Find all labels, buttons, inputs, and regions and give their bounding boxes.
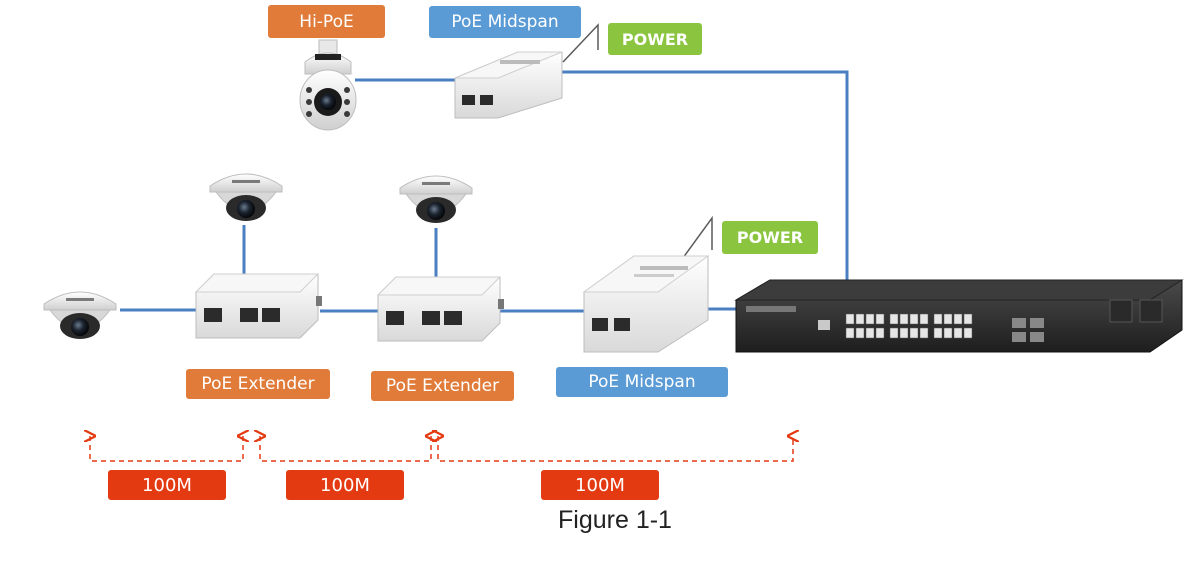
poe-midspan-bottom-icon <box>582 255 710 353</box>
switch-port <box>953 313 963 325</box>
switch-port <box>855 327 865 339</box>
power-line-mid <box>679 215 713 263</box>
switch-port <box>953 327 963 339</box>
hi-poe-label: Hi-PoE <box>268 5 385 38</box>
distance-label-1: 100M <box>108 470 226 500</box>
switch-port <box>889 327 899 339</box>
network-switch-icon <box>734 279 1184 353</box>
distance-label-2: 100M <box>286 470 404 500</box>
poe-extender-label-1: PoE Extender <box>186 369 330 399</box>
cable-midspan-to-switch <box>562 70 849 288</box>
poe-extender-icon <box>376 276 504 342</box>
cables <box>120 70 849 313</box>
switch-port <box>963 313 973 325</box>
poe-extender-label-2: PoE Extender <box>371 371 514 401</box>
power-line-top <box>562 23 599 63</box>
switch-port <box>909 313 919 325</box>
power-label-top: POWER <box>608 23 702 55</box>
switch-port <box>933 327 943 339</box>
switch-port <box>943 327 953 339</box>
dome-camera-icon <box>43 291 117 339</box>
switch-port <box>845 327 855 339</box>
switch-port <box>963 327 973 339</box>
figure-caption: Figure 1-1 <box>558 506 672 534</box>
dome-camera-icon <box>209 173 283 221</box>
distance-label-3: 100M <box>541 470 659 500</box>
switch-port <box>855 313 865 325</box>
switch-port <box>875 313 885 325</box>
switch-port <box>919 313 929 325</box>
switch-port <box>875 327 885 339</box>
switch-port <box>865 313 875 325</box>
distance-marker-3 <box>438 436 793 462</box>
power-label-mid: POWER <box>722 221 818 254</box>
poe-midspan-top-label: PoE Midspan <box>429 6 581 38</box>
poe-extender-icon <box>194 273 322 339</box>
switch-port <box>845 313 855 325</box>
poe-midspan-top-icon <box>454 51 563 119</box>
ptz-camera-icon <box>299 39 357 131</box>
switch-port <box>899 313 909 325</box>
switch-port <box>933 313 943 325</box>
distance-markers <box>90 436 793 462</box>
poe-midspan-bottom-label: PoE Midspan <box>556 367 728 397</box>
power-lines <box>562 23 713 263</box>
switch-port <box>865 327 875 339</box>
switch-port <box>899 327 909 339</box>
switch-port <box>889 313 899 325</box>
switch-port <box>919 327 929 339</box>
dome-camera-icon <box>399 175 473 223</box>
distance-marker-1 <box>90 436 243 462</box>
switch-port <box>909 327 919 339</box>
switch-port <box>943 313 953 325</box>
distance-marker-2 <box>260 436 431 462</box>
